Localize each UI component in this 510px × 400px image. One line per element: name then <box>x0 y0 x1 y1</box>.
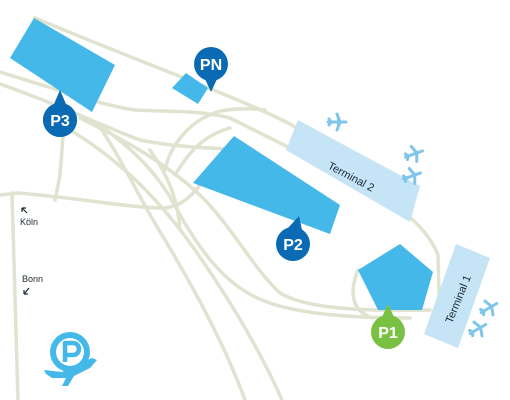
direction-bonn-label: Bonn <box>22 274 43 284</box>
direction-bonn: Bonn <box>22 274 43 295</box>
road <box>68 128 284 400</box>
terminal-1-building <box>424 244 490 348</box>
parking-lot-pn[interactable] <box>172 73 208 104</box>
parking-lot-p1[interactable] <box>358 244 433 310</box>
terminal-2-building <box>286 120 420 222</box>
road <box>78 116 432 313</box>
parking-airplane-icon <box>44 332 97 386</box>
pin-p1-label: P1 <box>378 325 398 342</box>
direction-koln-label: Köln <box>20 217 38 227</box>
direction-koln: Köln <box>20 207 38 227</box>
road <box>0 183 202 210</box>
road <box>10 191 20 400</box>
parking-lot-p3[interactable] <box>10 18 115 112</box>
road <box>93 120 412 320</box>
road <box>163 107 267 172</box>
arrow-down-left-icon <box>23 287 30 295</box>
pin-pn-label: PN <box>200 57 222 74</box>
road <box>351 268 374 320</box>
parking-lot-p2[interactable] <box>193 136 340 234</box>
road <box>0 82 247 152</box>
pin-p2-label: P2 <box>283 237 303 254</box>
airplane-icon <box>401 166 422 186</box>
road <box>148 148 182 232</box>
pin-p2[interactable]: P2 <box>276 216 310 261</box>
airplane-icon <box>403 144 424 164</box>
road <box>173 126 232 177</box>
airplane-icon <box>468 320 488 338</box>
pin-pn[interactable]: PN <box>194 47 228 92</box>
pin-p1[interactable]: P1 <box>371 304 405 349</box>
arrow-up-left-icon <box>21 207 28 214</box>
airplane-icon <box>479 299 499 317</box>
road <box>98 125 247 400</box>
pin-p3[interactable]: P3 <box>43 90 78 137</box>
airplane-icon <box>326 112 348 132</box>
pin-p3-label: P3 <box>50 113 70 130</box>
